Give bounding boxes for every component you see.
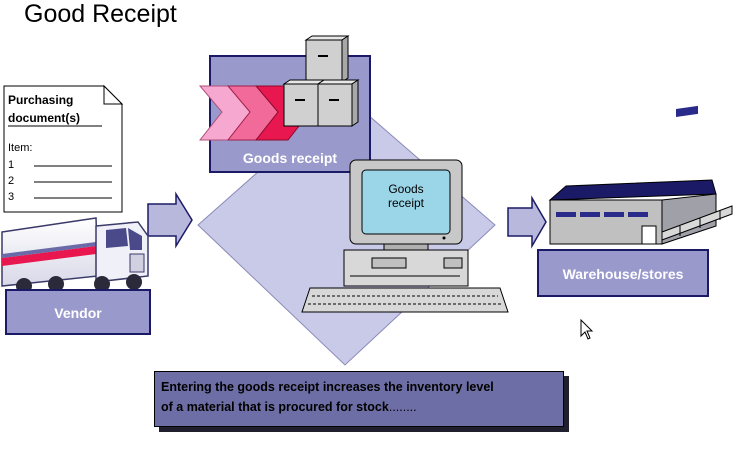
- purchasing-document-icon: [3, 84, 124, 213]
- doc-title-line2: document(s): [8, 111, 80, 125]
- doc-item-3: 3: [8, 191, 14, 203]
- warehouse-icon: [548, 105, 733, 245]
- goods-receipt-label: Goods receipt: [243, 150, 337, 166]
- arrow-right-icon: [147, 191, 193, 249]
- doc-item-1: 1: [8, 159, 14, 171]
- caption-ellipsis: ........: [388, 400, 417, 414]
- warehouse-label: Warehouse/stores: [563, 266, 684, 282]
- mouse-cursor-icon: [580, 319, 594, 340]
- doc-title-line1: Purchasing: [8, 93, 73, 107]
- vendor-label: Vendor: [54, 305, 102, 321]
- computer-monitor-icon: [343, 159, 469, 287]
- monitor-text-line2: receipt: [388, 196, 425, 210]
- arrow-right-icon: [507, 195, 547, 249]
- caption-box: Entering the goods receipt increases the…: [154, 371, 564, 427]
- caption-line2-text: of a material that is procured for stock: [161, 400, 389, 414]
- truck-icon: [1, 217, 149, 294]
- vendor-box: [5, 289, 151, 335]
- caption-line1: Entering the goods receipt increases the…: [161, 380, 494, 394]
- page-title: Good Receipt: [24, 0, 177, 28]
- boxes-stack-icon: [282, 35, 360, 127]
- monitor-text-line1: Goods: [388, 182, 423, 196]
- doc-item-2: 2: [8, 175, 14, 187]
- keyboard-icon: [301, 287, 509, 313]
- doc-item-label: Item:: [8, 142, 32, 154]
- warehouse-box: [537, 249, 709, 297]
- caption-line2: of a material that is procured for stock…: [161, 397, 557, 417]
